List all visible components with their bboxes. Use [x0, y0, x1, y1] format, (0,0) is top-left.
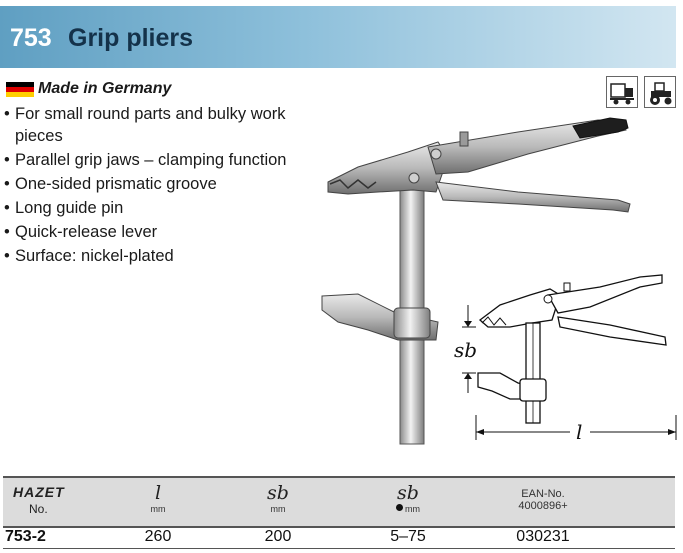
feature-item: Quick-release lever — [2, 221, 302, 243]
table-row: 753-2 260 200 5–75 030231 — [3, 526, 675, 549]
sb-dimension-label: sb — [454, 338, 478, 362]
feature-item: For small round parts and bulky work pie… — [2, 103, 302, 147]
feature-list: For small round parts and bulky work pie… — [2, 103, 302, 269]
no-column-header: No. — [29, 502, 48, 516]
tractor-icon — [644, 76, 676, 108]
origin-text: Made in Germany — [38, 80, 172, 97]
feature-item: Long guide pin — [2, 197, 302, 219]
round-part-icon — [396, 504, 403, 511]
truck-icon — [606, 76, 638, 108]
feature-item: One-sided prismatic groove — [2, 173, 302, 195]
spec-table: HAZET No. l mm sb mm sb mm EAN-No. 40008… — [3, 476, 675, 549]
sb-symbol: sb — [267, 482, 289, 504]
product-code: 753 — [10, 24, 52, 52]
row-length: 260 — [144, 528, 172, 545]
ean-label: EAN-No. — [521, 488, 565, 500]
row-ean: 030231 — [516, 528, 570, 545]
sb-column-header: sb mm — [253, 482, 303, 514]
dimension-diagram: sb l — [440, 265, 680, 450]
row-no: 753-2 — [5, 528, 46, 545]
ean-column-header: EAN-No. 4000896+ — [473, 488, 613, 512]
brand-logo: HAZET — [13, 484, 65, 500]
feature-item: Surface: nickel-plated — [2, 245, 302, 267]
title-banner: 753 Grip pliers — [0, 6, 676, 68]
length-dimension-label: l — [576, 420, 583, 444]
row-sb-round: 5–75 — [390, 528, 426, 545]
ean-prefix: 4000896+ — [518, 500, 568, 512]
sb-unit: mm — [270, 504, 286, 514]
sb-round-symbol: sb — [397, 482, 419, 504]
length-unit: mm — [150, 504, 166, 514]
product-title: Grip pliers — [68, 24, 194, 52]
length-symbol: l — [154, 482, 162, 504]
row-sb: 200 — [264, 528, 292, 545]
german-flag-icon — [6, 82, 34, 97]
sb-round-unit: mm — [378, 504, 438, 514]
grip-pliers-photo — [318, 112, 648, 452]
sb-round-column-header: sb mm — [378, 482, 438, 514]
length-column-header: l mm — [133, 482, 183, 514]
feature-item: Parallel grip jaws – clamping function — [2, 149, 302, 171]
spec-table-header: HAZET No. l mm sb mm sb mm EAN-No. 40008… — [3, 476, 675, 528]
